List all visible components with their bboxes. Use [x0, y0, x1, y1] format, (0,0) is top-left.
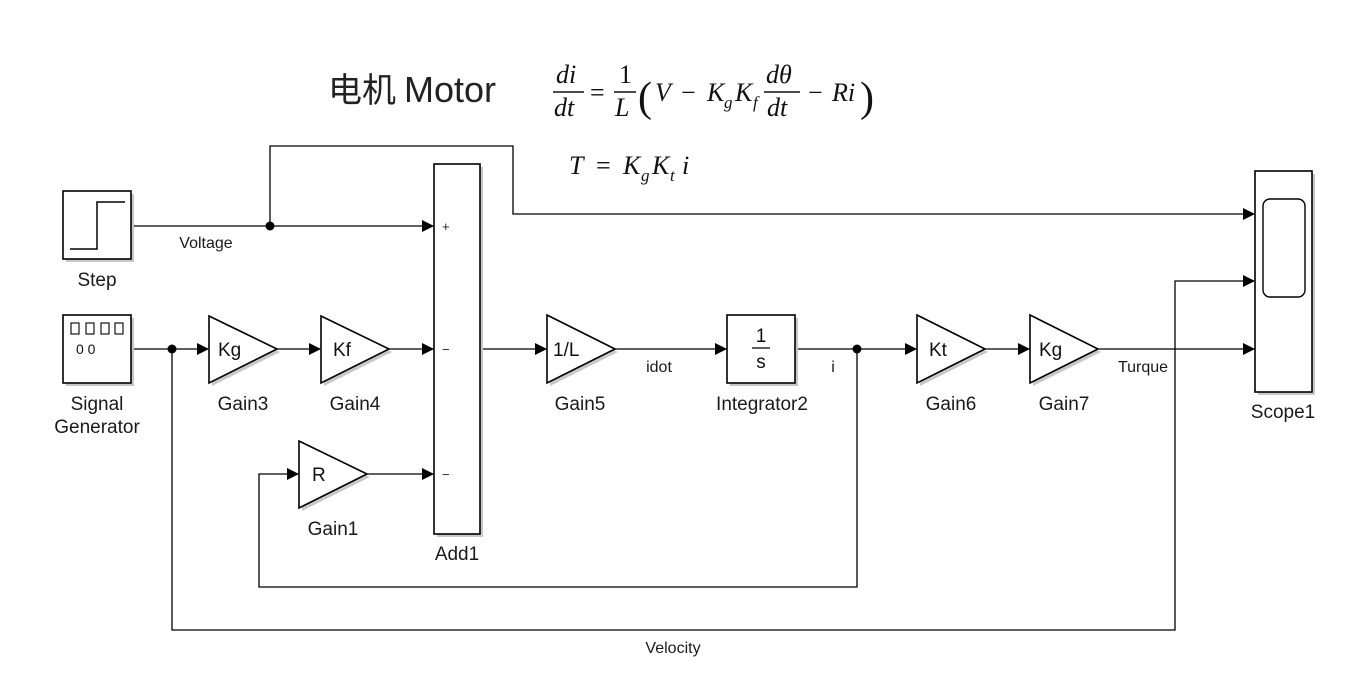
signal-generator-glyph: 0 0 — [76, 341, 96, 357]
eq1-lhs-num: di — [556, 60, 576, 89]
gain1-block[interactable]: R — [298, 439, 370, 511]
eq1-kg-sub: g — [724, 93, 733, 112]
title-english: Motor — [404, 69, 496, 110]
gain4-label: Gain4 — [330, 394, 381, 415]
integrator2-den: s — [756, 352, 766, 373]
gain3-label: Gain3 — [218, 394, 269, 415]
eq1-ri: Ri — [831, 78, 855, 107]
step-block[interactable] — [62, 190, 134, 262]
add1-label: Add1 — [435, 544, 479, 565]
gain3-value: Kg — [218, 340, 241, 361]
gain5-value: 1/L — [553, 340, 579, 361]
signal-label-turque: Turque — [1118, 359, 1168, 376]
eq1-open-paren: ( — [638, 75, 652, 121]
gain7-label: Gain7 — [1039, 394, 1090, 415]
step-label: Step — [77, 270, 116, 291]
integrator2-label: Integrator2 — [716, 394, 808, 415]
eq1-minus2: − — [808, 78, 823, 107]
eq1-close-paren: ) — [860, 75, 874, 121]
signal-generator-label-1: Signal — [71, 394, 124, 415]
eq2-kg: K — [622, 151, 642, 180]
eq1-lhs-den: dt — [554, 93, 575, 122]
eq1-kf: K — [734, 78, 754, 107]
gain6-value: Kt — [929, 340, 948, 361]
signal-generator-block[interactable]: 0 0 — [62, 314, 134, 386]
wire-i-feedback[interactable] — [258, 349, 858, 588]
gain6-label: Gain6 — [926, 394, 977, 415]
signal-generator-label-2: Generator — [54, 417, 140, 438]
gain1-value: R — [312, 465, 326, 486]
step-function-icon — [70, 201, 125, 250]
eq2-kt: K — [651, 151, 671, 180]
eq1-coef-num: 1 — [619, 60, 632, 89]
gain5-label: Gain5 — [555, 394, 606, 415]
integrator2-num: 1 — [756, 326, 767, 347]
scope1-block[interactable] — [1254, 170, 1315, 395]
gain6-block[interactable]: Kt — [916, 313, 988, 386]
gain3-block[interactable]: Kg — [208, 314, 280, 386]
signal-label-velocity: Velocity — [645, 640, 700, 657]
eq1-kf-sub: f — [753, 93, 760, 112]
scope1-label: Scope1 — [1251, 402, 1315, 423]
eq2-kt-sub: t — [670, 166, 676, 185]
eq2-t: T — [569, 151, 585, 180]
signal-generator-icon: 0 0 — [70, 322, 124, 357]
eq1-dtheta-num: dθ — [766, 60, 792, 89]
signal-label-voltage: Voltage — [179, 235, 232, 252]
signal-label-idot: idot — [646, 359, 672, 376]
eq1-kg: K — [706, 78, 726, 107]
eq1-minus1: − — [681, 78, 696, 107]
eq2-i: i — [682, 151, 689, 180]
junction-voltage — [265, 221, 275, 231]
eq1-dtheta-den: dt — [767, 93, 788, 122]
add1-sign-minus-1: − — [442, 342, 450, 357]
gain1-label: Gain1 — [308, 519, 359, 540]
wire-velocity[interactable] — [171, 275, 1255, 631]
signal-label-i: i — [831, 359, 835, 376]
title-chinese: 电机 — [328, 71, 396, 111]
gain7-block[interactable]: Kg — [1029, 313, 1101, 386]
gain7-value: Kg — [1039, 340, 1062, 361]
eq1-coef-den: L — [614, 93, 629, 122]
wire-voltage-to-scope[interactable] — [269, 145, 1255, 226]
add1-sign-plus: + — [442, 219, 450, 234]
scope-screen-icon — [1262, 198, 1306, 298]
eq2-equals: = — [596, 151, 611, 180]
gain5-block[interactable]: 1/L — [546, 313, 618, 386]
eq1-v: V — [655, 78, 674, 107]
gain4-block[interactable]: Kf — [320, 314, 392, 386]
integrator2-block[interactable]: 1 s — [726, 314, 798, 386]
eq1-equals: = — [590, 78, 605, 107]
equation-current: di dt = 1 L ( V − K g K f dθ dt − Ri ) — [553, 60, 874, 122]
gain4-value: Kf — [333, 340, 352, 361]
equation-torque: T = K g K t i — [569, 151, 689, 185]
add1-block[interactable]: + − − — [433, 163, 483, 537]
add1-sign-minus-2: − — [442, 467, 450, 482]
eq2-kg-sub: g — [641, 166, 650, 185]
